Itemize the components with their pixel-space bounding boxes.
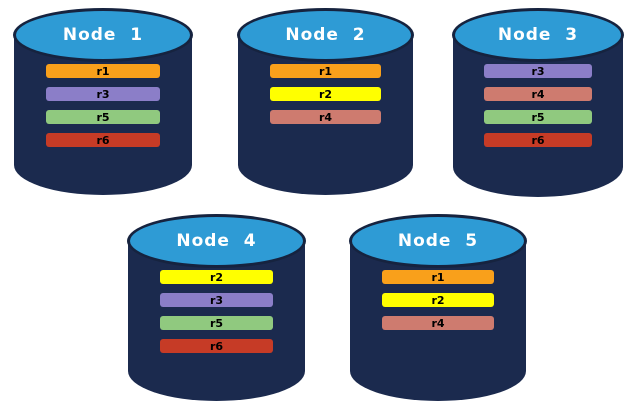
replica-list: r1 r3 r5 r6 [13,64,193,147]
replica-list: r3 r4 r5 r6 [452,64,624,147]
replica-label: r1 [318,64,333,78]
replica-label: r5 [209,316,224,330]
replica-bar: r4 [269,110,382,124]
replica-label: r1 [431,270,445,284]
cylinder-lid: Node 1 [13,8,193,62]
replica-bar: r6 [160,339,273,353]
node-label: Node 2 [285,25,366,45]
cylinder-lid: Node 3 [452,8,624,62]
replica-bar: r3 [160,293,273,307]
replica-label: r2 [431,293,445,307]
replica-list: r1 r2 r4 [237,64,414,124]
cylinder-lid: Node 4 [127,214,306,268]
replica-label: r5 [96,110,110,124]
replica-label: r3 [531,64,545,78]
replica-bar: r4 [381,316,495,330]
replica-label: r2 [209,270,224,284]
replica-bar: r1 [381,270,495,284]
replica-label: r4 [431,316,445,330]
node-cylinder: Node 2 r1 r2 r4 [237,8,414,195]
replica-bar: r6 [483,133,593,147]
replica-label: r1 [96,64,110,78]
replica-label: r5 [531,110,545,124]
replica-bar: r1 [46,64,160,78]
replica-bar: r4 [483,87,593,101]
node-label: Node 4 [176,231,257,251]
replica-label: r6 [96,133,110,147]
cylinder-lid: Node 2 [237,8,414,62]
node-label: Node 1 [62,25,144,45]
replica-label: r4 [318,110,333,124]
replica-bar: r2 [381,293,495,307]
node-cylinder: Node 3 r3 r4 r5 r6 [452,8,624,197]
replica-bar: r2 [269,87,382,101]
replica-bar: r2 [160,270,273,284]
replica-list: r1 r2 r4 [349,270,527,330]
node-cylinder: Node 1 r1 r3 r5 r6 [13,8,193,195]
replica-bar: r5 [46,110,160,124]
node-cylinder: Node 5 r1 r2 r4 [349,214,527,401]
cylinder-lid: Node 5 [349,214,527,268]
replica-bar: r5 [160,316,273,330]
replica-bar: r3 [483,64,593,78]
replica-bar: r6 [46,133,160,147]
replica-label: r3 [209,293,224,307]
node-cylinder: Node 4 r2 r3 r5 r6 [127,214,306,401]
replica-label: r2 [318,87,333,101]
replica-label: r6 [209,339,224,353]
node-label: Node 5 [397,231,479,251]
replica-bar: r1 [269,64,382,78]
replica-label: r6 [531,133,545,147]
replica-label: r4 [531,87,545,101]
node-label: Node 3 [497,25,579,45]
replica-list: r2 r3 r5 r6 [127,270,306,353]
replica-bar: r3 [46,87,160,101]
replica-label: r3 [96,87,110,101]
replica-bar: r5 [483,110,593,124]
